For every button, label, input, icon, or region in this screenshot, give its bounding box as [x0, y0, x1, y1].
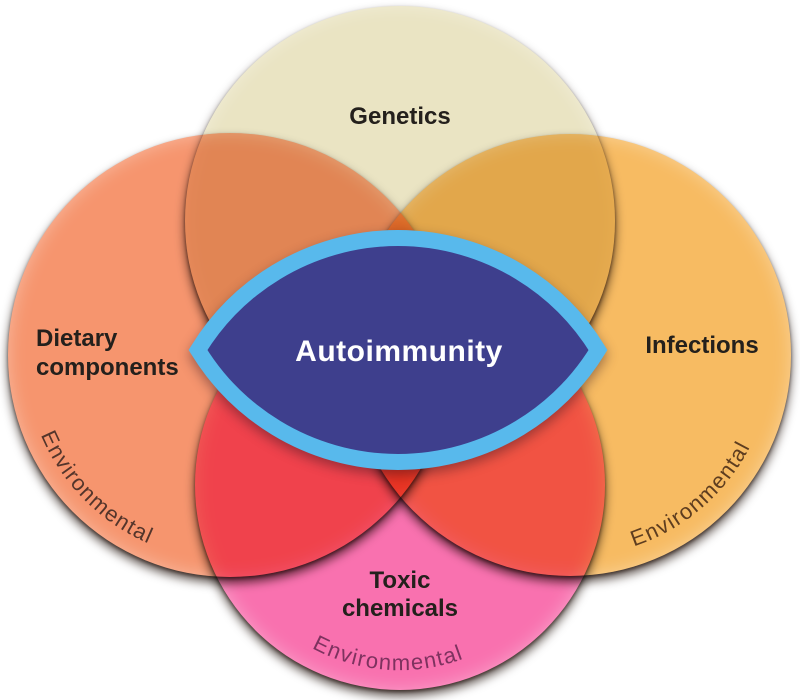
infections-label: Infections: [645, 332, 759, 359]
dietary-components-label: Dietary components: [36, 325, 179, 381]
toxic-chemicals-label: Toxic chemicals: [341, 567, 459, 622]
genetics-label: Genetics: [349, 103, 451, 130]
autoimmunity-label: Autoimmunity: [295, 335, 503, 368]
